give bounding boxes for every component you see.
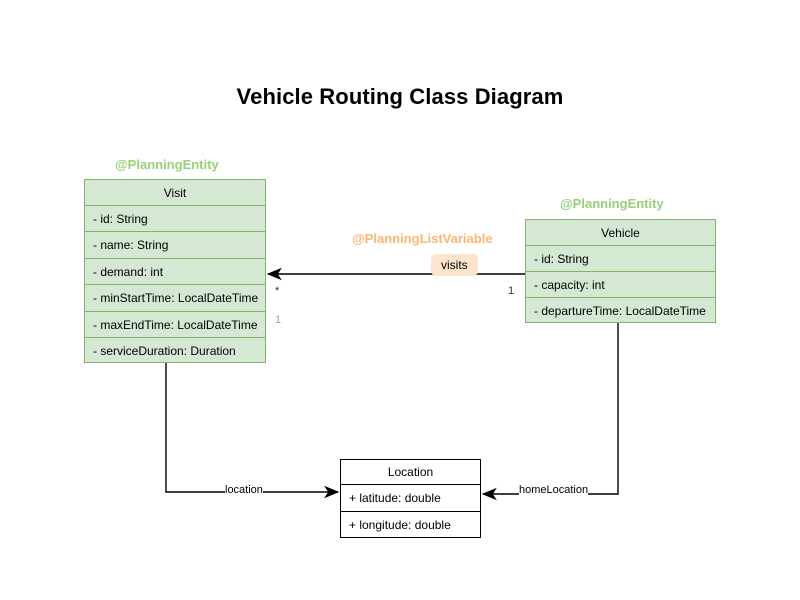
edge-vehicle-homelocation [481,323,619,501]
multiplicity-visit-many: * [275,285,280,297]
attribute-row: - maxEndTime: LocalDateTime [85,312,265,338]
attribute-row: + longitude: double [341,512,480,538]
page-title: Vehicle Routing Class Diagram [236,84,564,109]
class-box-visit[interactable]: Visit - id: String - name: String - dema… [84,179,266,363]
class-name-visit: Visit [85,180,265,206]
edge-label-visits: visits [431,254,478,276]
class-box-location[interactable]: Location + latitude: double + longitude:… [340,459,481,538]
attribute-row: - minStartTime: LocalDateTime [85,285,265,312]
multiplicity-visit-one: 1 [275,314,282,326]
attribute-row: - serviceDuration: Duration [93,344,236,358]
attribute-row: + latitude: double [341,485,480,512]
class-box-vehicle[interactable]: Vehicle - id: String - capacity: int - d… [525,219,716,323]
edge-visit-location [165,363,340,499]
class-name-vehicle: Vehicle [526,220,715,246]
edge-label-homelocation: homeLocation [519,484,589,496]
attribute-row: - name: String [85,232,265,259]
attribute-row: - departureTime: LocalDateTime [534,304,706,318]
annotation-planninglistvariable: @PlanningListVariable [352,231,493,246]
attribute-row: - capacity: int [526,272,715,298]
multiplicity-vehicle-one: 1 [508,285,515,297]
attribute-row: - id: String [85,206,265,232]
class-name-location: Location [341,460,480,485]
edge-label-location: location [225,484,263,496]
annotation-visit: @PlanningEntity [115,157,219,172]
attribute-row: - demand: int [85,259,265,285]
attribute-row: - id: String [526,246,715,272]
annotation-vehicle: @PlanningEntity [560,196,664,211]
